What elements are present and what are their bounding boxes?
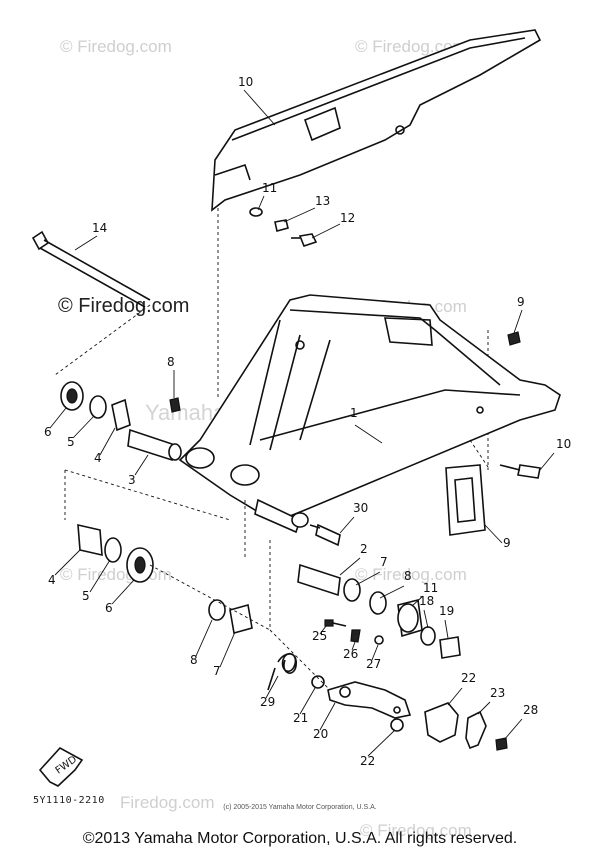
chain-slider-parts [445, 439, 541, 536]
left-bushings-upper [60, 381, 182, 462]
small-fasteners [324, 619, 384, 645]
callout-23: 22 [461, 671, 476, 685]
cap-13 [507, 331, 521, 346]
callout-16: 12 [340, 211, 355, 225]
grease-nipple-12 [169, 397, 181, 413]
watermark-bottom-right: © Firedog.com [360, 821, 472, 840]
callout-26: 26 [343, 647, 358, 661]
callout-4-lower: 4 [48, 573, 56, 587]
callout-30: 30 [353, 501, 368, 515]
callout-9: 9 [503, 536, 511, 550]
left-bushings-lower [64, 469, 271, 635]
callout-17: 13 [315, 194, 330, 208]
callout-22-upper: 21 [293, 711, 308, 725]
leader-line [367, 729, 396, 757]
leader-line [354, 424, 383, 444]
watermark-lower-left: © Firedog.com [60, 565, 172, 584]
leader-line [339, 557, 361, 576]
callout-2: 2 [360, 542, 368, 556]
callout-12: 8 [167, 355, 175, 369]
leader-line [134, 454, 149, 476]
callout-7-right: 7 [380, 555, 388, 569]
leader-lines [49, 89, 555, 757]
leader-line [299, 687, 316, 715]
leader-line [74, 235, 98, 251]
callout-4-upper: 4 [94, 451, 102, 465]
leader-line [484, 524, 503, 544]
callout-10: 10 [556, 437, 571, 451]
watermark-top-left: © Firedog.com [60, 37, 172, 56]
brake-lever-assembly [267, 629, 508, 751]
callout-29: 29 [260, 695, 275, 709]
leader-line [423, 609, 429, 629]
leader-line [447, 687, 463, 706]
callout-14: 10 [238, 75, 253, 89]
leader-line [339, 516, 355, 534]
callout-20: 19 [439, 604, 454, 618]
callout-7-lower: 7 [213, 664, 221, 678]
fwd-arrow-icon: FWD [38, 746, 84, 787]
leader-line [379, 585, 405, 599]
leader-line [355, 571, 381, 586]
leader-line [195, 619, 213, 657]
callout-13: 9 [517, 295, 525, 309]
callout-5-upper: 5 [67, 435, 75, 449]
callout-19: 18 [419, 594, 434, 608]
watermark-bottom-left: Firedog.com [120, 793, 214, 812]
leader-line [219, 631, 236, 668]
leader-line [54, 549, 81, 576]
chain-case-hardware [249, 207, 318, 247]
leader-line [72, 415, 95, 439]
copyright-notice: ©2013 Yamaha Motor Corporation, U.S.A. A… [82, 830, 518, 847]
callout-8-right: 8 [404, 569, 412, 583]
leader-line [319, 625, 327, 635]
callout-18: 14 [92, 221, 107, 235]
bolt-30 [309, 523, 341, 547]
callout-6-lower: 6 [105, 601, 113, 615]
leader-line [503, 718, 523, 741]
callout-21: 20 [313, 727, 328, 741]
watermark-lower-right: © Firedog.com [355, 565, 467, 584]
leader-line [477, 701, 491, 715]
leader-line [444, 619, 449, 639]
callout-24: 23 [490, 686, 505, 700]
callout-8-lower: 8 [190, 653, 198, 667]
leader-line [311, 223, 341, 239]
pivot-shaft [31, 230, 151, 376]
callout-6-upper: 6 [44, 425, 52, 439]
leader-line [513, 309, 523, 334]
leader-line [89, 559, 111, 593]
callout-11: 11 [423, 581, 438, 595]
chain-case [211, 29, 542, 400]
leader-line [265, 675, 279, 699]
footer-credit: (c) 2005-2015 Yamaha Motor Corporation, … [223, 804, 377, 811]
part-code-label: 5Y1110-2210 [33, 795, 105, 806]
callout-28: 28 [523, 703, 538, 717]
leader-line [257, 195, 265, 211]
leader-line [539, 452, 555, 471]
callout-22-lower: 22 [360, 754, 375, 768]
leader-line [111, 579, 135, 605]
callout-5-lower: 5 [82, 589, 90, 603]
leader-line [319, 702, 336, 731]
rear-swingarm [178, 294, 561, 534]
leader-line [99, 427, 116, 456]
leader-line [243, 89, 276, 126]
callout-15: 11 [262, 181, 277, 195]
leader-line [283, 207, 316, 223]
callout-1: 1 [350, 406, 358, 420]
callout-numbers: 10 11 13 12 14 9 8 6 5 4 3 1 10 9 30 2 7… [44, 75, 571, 768]
leader-line [371, 644, 379, 661]
callout-3: 3 [128, 473, 136, 487]
callout-25: 25 [312, 629, 327, 643]
watermark-firedog-dark: © Firedog.com [58, 295, 189, 317]
leader-line [49, 407, 67, 429]
leader-line [411, 595, 424, 607]
leader-line [351, 641, 356, 651]
callout-27: 27 [366, 657, 381, 671]
